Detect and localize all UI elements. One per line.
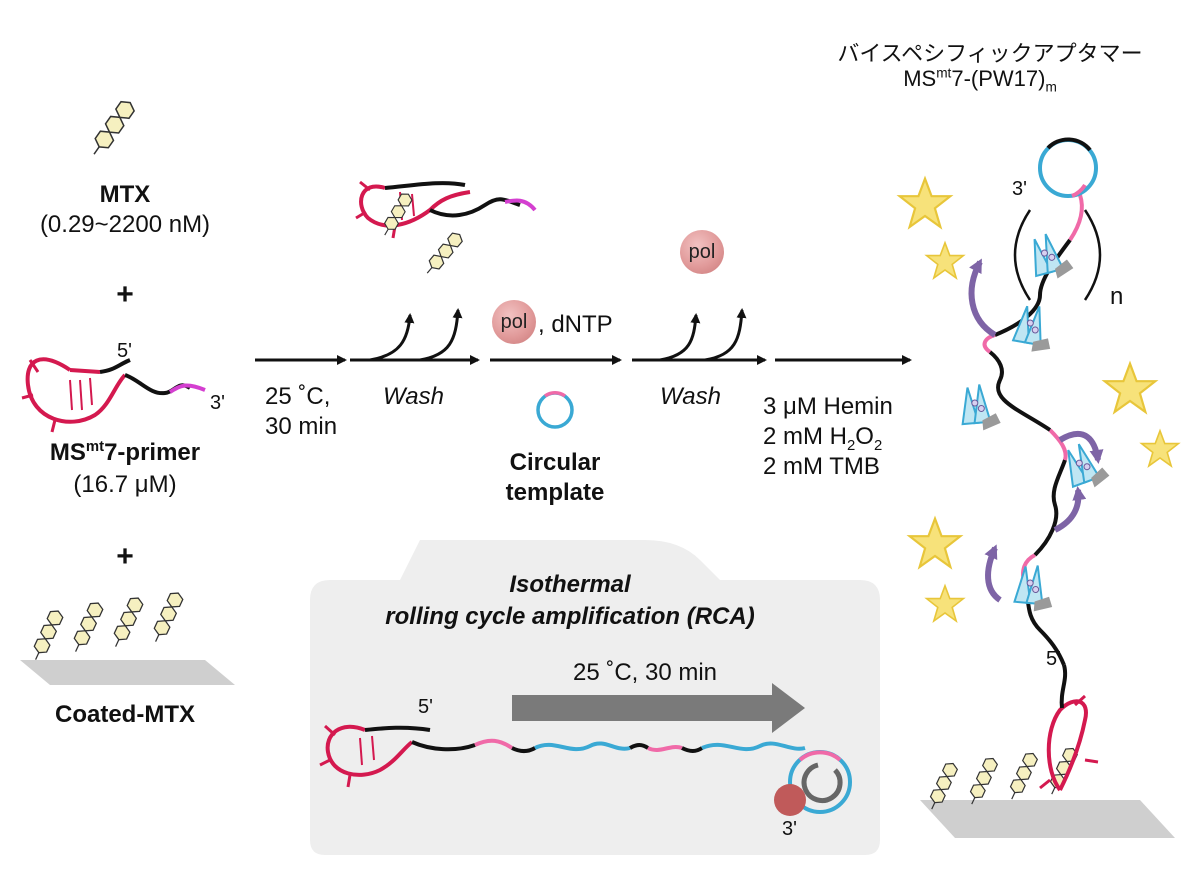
polymerase-ball-2: pol (680, 230, 724, 274)
coated-mtx-plate-icon (20, 589, 235, 685)
star-icon (925, 242, 965, 279)
reaction-arrow-icon (1058, 431, 1104, 464)
g-quadruplex-icon (1012, 562, 1057, 614)
primer-concentration: (16.7 μM) (73, 471, 177, 498)
primer-3prime-label: 3' (210, 392, 225, 414)
product-aptamer-strand (982, 137, 1099, 792)
dntp-label: , dNTP (538, 311, 613, 338)
released-mtx-icon (421, 229, 466, 278)
right-parenthesis (1083, 209, 1102, 301)
star-icon (925, 584, 965, 622)
rca-product-strand (319, 724, 852, 814)
wash-branch-2b (704, 308, 747, 362)
reaction-arrow-icon (984, 544, 1002, 603)
repeat-n-label: n (1110, 283, 1124, 310)
reaction-arrow-icon (1053, 486, 1087, 533)
released-aptamer-complex-icon (355, 180, 537, 239)
plus-sign-2: + (116, 540, 134, 573)
circular-template-icon (536, 391, 574, 429)
primer-5prime-label: 5' (117, 340, 132, 362)
mtx-molecule-icon (86, 97, 138, 160)
wash-label-2: Wash (660, 383, 721, 410)
rca-progress-arrow (512, 683, 805, 733)
bispecific-aptamer-title: バイスペシフィックアプタマー (837, 41, 1143, 66)
g-quadruplex-icon (1059, 436, 1113, 496)
step1-time: 30 min (265, 413, 338, 440)
wash-branch-1b (419, 308, 463, 362)
star-icon (1103, 362, 1157, 414)
circular-label-2: template (505, 479, 605, 506)
circular-label-1: Circular (509, 449, 601, 476)
product-plate-icon (920, 745, 1175, 838)
reaction-arrow-icon (968, 258, 997, 338)
g-quadruplex-icon (1025, 228, 1076, 285)
rca-title-1: Isothermal (509, 571, 631, 598)
primer-aptamer-icon (21, 357, 206, 433)
tmb-label: 2 mM TMB (763, 453, 880, 480)
pol-label-1: pol (500, 310, 528, 333)
primer-label: MSmt7-primer (49, 439, 201, 466)
product-5prime-label: 5' (1046, 648, 1061, 670)
rca-condition: 25 ˚C, 30 min (572, 659, 718, 686)
h2o2-label: 2 mM H2O2 (763, 423, 883, 454)
polymerase-ball-1: pol (492, 300, 536, 344)
star-icon (1140, 429, 1180, 467)
wash-branch-2a (659, 313, 701, 362)
wash-label-1: Wash (383, 383, 444, 410)
g-quadruplex-icon (958, 381, 1003, 434)
plus-sign: + (116, 278, 134, 311)
rca-5prime-label: 5' (418, 696, 433, 718)
rca-3prime-label: 3' (782, 818, 797, 840)
star-icon (898, 177, 952, 229)
step1-temp: 25 ˚C, (265, 383, 331, 410)
star-icon (908, 517, 962, 569)
rca-title-2: rolling cycle amplification (RCA) (385, 603, 755, 630)
polymerase-icon (774, 784, 806, 816)
hemin-label: 3 μM Hemin (763, 393, 893, 420)
wash-branch-1a (369, 313, 415, 362)
product-label: MSmt7-(PW17)m (903, 65, 1057, 95)
mtx-range: (0.29~2200 nM) (39, 211, 211, 238)
left-parenthesis (1013, 209, 1032, 301)
product-3prime-label: 3' (1012, 178, 1027, 200)
mtx-label: MTX (99, 181, 151, 208)
pol-label-2: pol (688, 240, 716, 263)
coated-mtx-label: Coated-MTX (55, 701, 195, 728)
